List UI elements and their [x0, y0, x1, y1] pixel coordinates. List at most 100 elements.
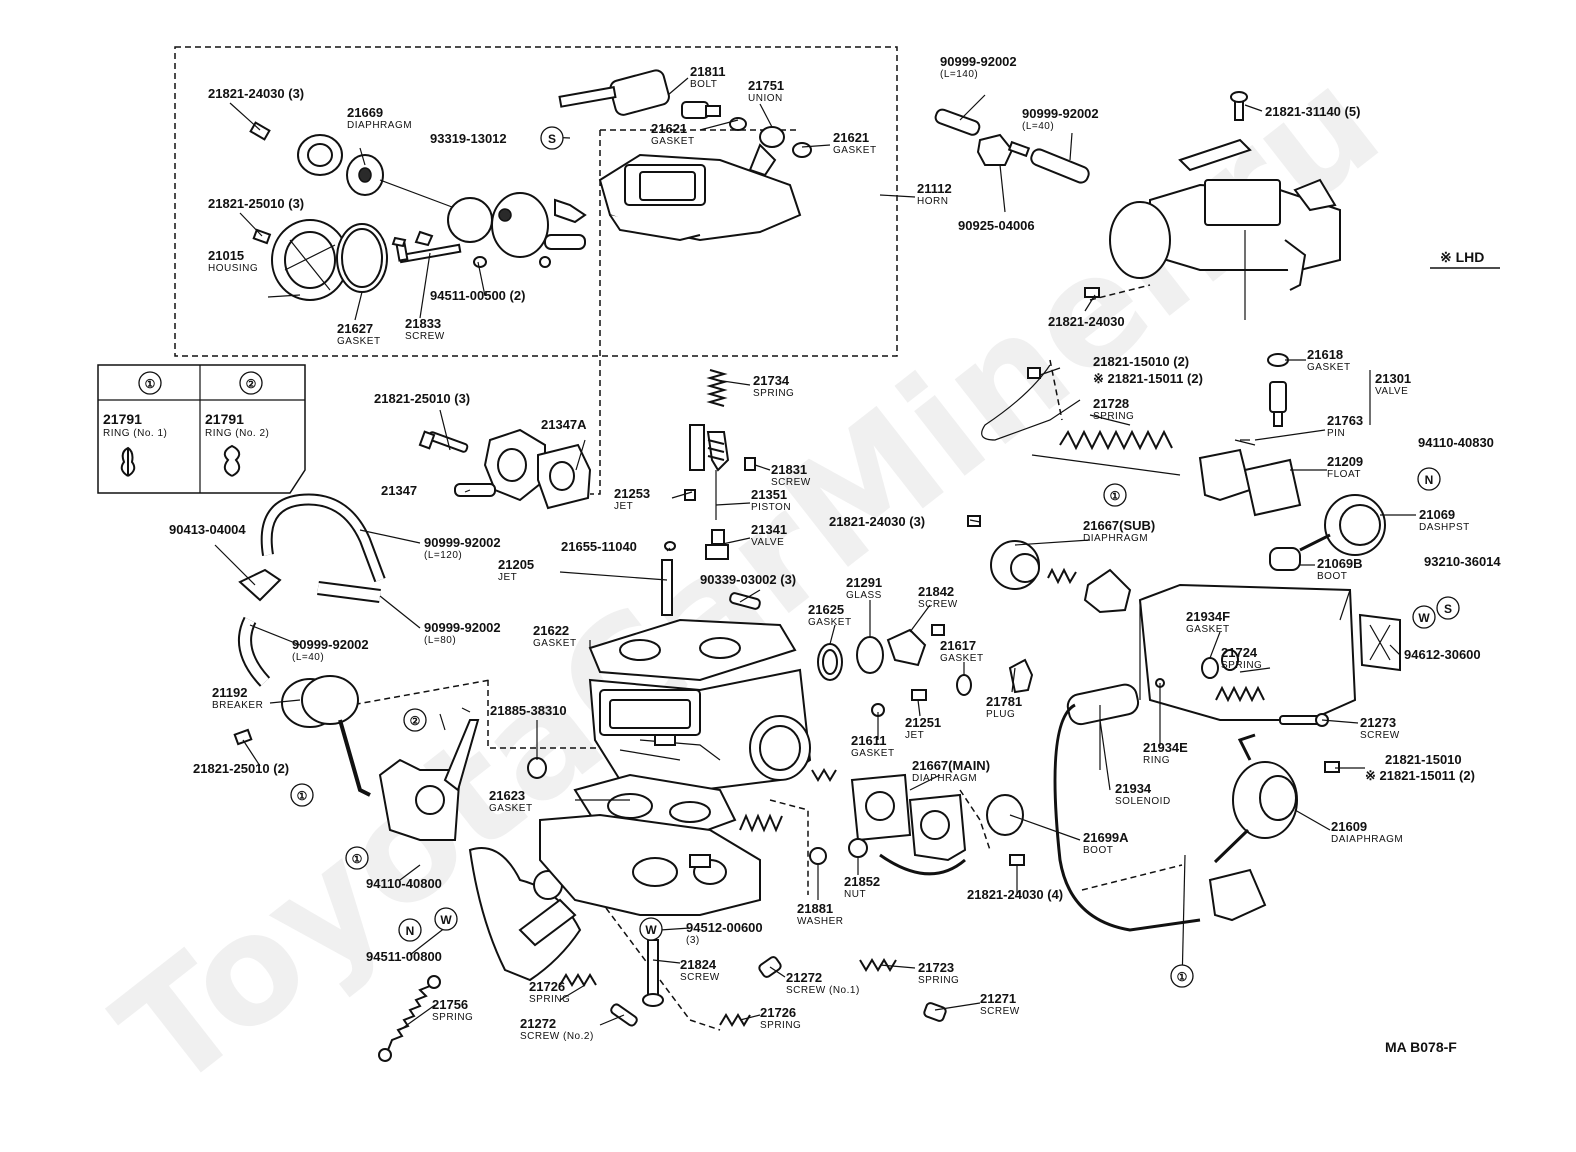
part-number-label: 90999-92002 [292, 637, 369, 652]
leader-line [249, 624, 301, 646]
leader-line [769, 966, 786, 978]
leader-line [829, 624, 836, 645]
leader-line [1321, 719, 1359, 724]
leader-line [739, 589, 761, 603]
part-name-label: SPRING [529, 994, 570, 1005]
leader-line [717, 537, 751, 546]
choke-assembly-boundary [174, 46, 898, 357]
part-number-label: 21655-11040 [561, 539, 637, 554]
leader-line [1099, 719, 1111, 791]
part-name-label: JET [614, 501, 633, 512]
part-number-label: 21351 [751, 487, 787, 502]
part-number-label: 21934E [1143, 740, 1188, 755]
marker-one: ① [352, 852, 363, 866]
leader-line [666, 547, 671, 552]
marker-W: W [1418, 611, 1430, 625]
part-number-label: 21669 [347, 105, 383, 120]
part-name-label: DIAPHRAGM [1083, 533, 1148, 544]
part-number-label: 21833 [405, 316, 441, 331]
part-number-label: 21781 [986, 694, 1022, 709]
part-name-label: SCREW [771, 477, 811, 488]
leader-line [575, 439, 586, 471]
part-number-label: ※ 21821-15011 (2) [1365, 768, 1475, 783]
marker-W: W [440, 913, 452, 927]
part-name-label: BOOT [1083, 845, 1113, 856]
legend-ring2-name: RING (No. 2) [205, 428, 269, 439]
marker-circle [403, 708, 427, 732]
leader-line [1209, 631, 1221, 659]
leader-line [667, 77, 689, 96]
part-name-label: (L=120) [424, 550, 462, 561]
part-number-label: 21192 [212, 685, 247, 700]
part-number-label: 21934 [1115, 781, 1152, 796]
leader-line [354, 291, 363, 321]
part-number-label: 21069B [1317, 556, 1363, 571]
part-number-label: 90999-92002 [424, 535, 501, 550]
leader-line [659, 927, 691, 931]
part-number-label: 21821-24030 [1048, 314, 1125, 329]
part-name-label: DIAPHRAGM [347, 120, 412, 131]
part-number-label: 21253 [614, 486, 650, 501]
leader-line [419, 252, 431, 319]
legend-ring2-number: 21791 [205, 411, 244, 427]
parts-line-art [97, 46, 1401, 1062]
marker-circle [1417, 467, 1441, 491]
marker-N: N [406, 924, 415, 938]
marker-circle [639, 917, 663, 941]
part-name-label: VALVE [1375, 386, 1408, 397]
part-name-label: GASKET [851, 748, 895, 759]
part-name-label: GASKET [1307, 362, 1351, 373]
legend-text: ① ② 21791 RING (No. 1) 21791 RING (No. 2… [103, 371, 269, 439]
part-number-label: 21617 [940, 638, 976, 653]
part-number-label: 21811 [690, 64, 725, 79]
leader-line [559, 984, 586, 1001]
part-number-label: 93319-13012 [430, 131, 507, 146]
marker-circle [540, 126, 564, 150]
part-number-label: 21756 [432, 997, 468, 1012]
part-number-label: 21821-25010 (2) [193, 761, 289, 776]
leader-line [1014, 539, 1091, 546]
part-number-label: 21667(MAIN) [912, 758, 990, 773]
part-number-label: 21842 [918, 584, 954, 599]
part-name-label: GASKET [337, 336, 381, 347]
marker-circle [1436, 596, 1460, 620]
part-number-label: 21852 [844, 874, 880, 889]
leader-line [267, 294, 301, 298]
part-number-label: 21621 [651, 121, 687, 136]
leader-line [1009, 814, 1081, 841]
part-name-label: SCREW (No.1) [786, 985, 860, 996]
part-number-label: ※ 21821-15011 (2) [1093, 371, 1203, 386]
part-number-label: 90413-04004 [169, 522, 246, 537]
leader-line [1084, 294, 1096, 312]
part-number-label: 90999-92002 [424, 620, 501, 635]
part-name-label: BOOT [1317, 571, 1347, 582]
part-name-label: HORN [917, 196, 948, 207]
part-number-label: 21625 [808, 602, 844, 617]
leader-line [879, 194, 916, 198]
leader-line [239, 212, 263, 237]
part-number-label: 21724 [1221, 645, 1258, 660]
marker-circle [1412, 605, 1436, 629]
leader-line [1294, 809, 1331, 831]
part-number-label: 21728 [1093, 396, 1129, 411]
part-number-label: 21726 [529, 979, 565, 994]
part-number-label: 21205 [498, 557, 534, 572]
part-name-label: SOLENOID [1115, 796, 1171, 807]
part-number-label: 21821-24030 (3) [208, 86, 304, 101]
leader-line [715, 379, 751, 386]
marker-circle [1170, 964, 1194, 988]
part-name-label: GASKET [940, 653, 984, 664]
part-name-label: DAIAPHRAGM [1331, 834, 1403, 845]
part-number-label: 21341 [751, 522, 787, 537]
leader-line [359, 529, 421, 544]
part-number-label: 21667(SUB) [1083, 518, 1155, 533]
leader-line [1389, 644, 1401, 656]
part-name-label: JET [498, 572, 517, 583]
part-number-label: 21885-38310 [490, 703, 567, 718]
part-number-label: 90339-03002 (3) [700, 572, 796, 587]
part-number-label: 21821-25010 (3) [208, 196, 304, 211]
marker-one: ① [1110, 489, 1121, 503]
